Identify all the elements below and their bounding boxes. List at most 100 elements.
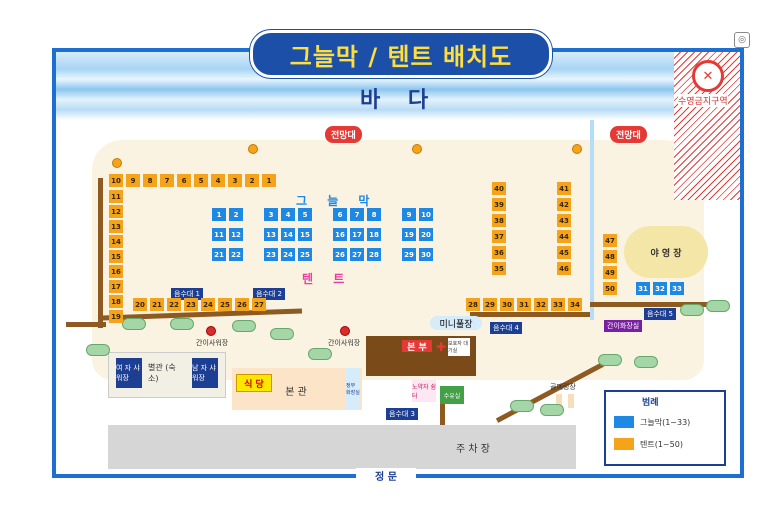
tent-spot-16[interactable]: 16 <box>109 265 123 278</box>
tent-spot-17[interactable]: 17 <box>109 280 123 293</box>
tent-spot-40[interactable]: 40 <box>492 182 506 195</box>
tent-spot-12[interactable]: 12 <box>109 205 123 218</box>
gnl-spot-28[interactable]: 28 <box>367 248 381 261</box>
tent-spot-45[interactable]: 45 <box>557 246 571 259</box>
gnl-spot-17[interactable]: 17 <box>350 228 364 241</box>
tent-spot-5[interactable]: 5 <box>194 174 208 187</box>
fountain-2: 음수대 2 <box>253 288 285 300</box>
tent-spot-48[interactable]: 48 <box>603 250 617 263</box>
path-right <box>470 312 590 317</box>
tent-spot-3[interactable]: 3 <box>228 174 242 187</box>
tent-spot-44[interactable]: 44 <box>557 230 571 243</box>
tent-spot-4[interactable]: 4 <box>211 174 225 187</box>
gnl-spot-7[interactable]: 7 <box>350 208 364 221</box>
gnl-spot-30[interactable]: 30 <box>419 248 433 261</box>
tent-spot-46[interactable]: 46 <box>557 262 571 275</box>
main-gate: 정 문 <box>356 468 416 483</box>
tent-spot-15[interactable]: 15 <box>109 250 123 263</box>
tent-spot-6[interactable]: 6 <box>177 174 191 187</box>
tent-spot-19[interactable]: 19 <box>109 310 123 323</box>
tent-spot-1[interactable]: 1 <box>262 174 276 187</box>
tent-spot-31[interactable]: 31 <box>517 298 531 311</box>
gnl-spot-15[interactable]: 15 <box>298 228 312 241</box>
tent-spot-29[interactable]: 29 <box>483 298 497 311</box>
gnl-spot-12[interactable]: 12 <box>229 228 243 241</box>
tent-spot-22[interactable]: 22 <box>167 298 181 311</box>
gnl-spot-14[interactable]: 14 <box>281 228 295 241</box>
tent-spot-10[interactable]: 10 <box>109 174 123 187</box>
tent-spot-37[interactable]: 37 <box>492 230 506 243</box>
tent-spot-30[interactable]: 30 <box>500 298 514 311</box>
small-toilet: 간이화장실 <box>604 320 643 332</box>
tent-spot-35[interactable]: 35 <box>492 262 506 275</box>
tree-icon <box>598 354 622 366</box>
tent-spot-39[interactable]: 39 <box>492 198 506 211</box>
court-post-2 <box>568 394 574 408</box>
tent-spot-8[interactable]: 8 <box>143 174 157 187</box>
gnl-spot-6[interactable]: 6 <box>333 208 347 221</box>
tent-spot-47[interactable]: 47 <box>603 234 617 247</box>
tent-spot-34[interactable]: 34 <box>568 298 582 311</box>
tent-spot-27[interactable]: 27 <box>252 298 266 311</box>
gnl-spot-24[interactable]: 24 <box>281 248 295 261</box>
tent-spot-24[interactable]: 24 <box>201 298 215 311</box>
gnl-spot-33[interactable]: 33 <box>670 282 684 295</box>
parking-label: 주 차 장 <box>456 444 490 455</box>
watchtower-2: 전망대 <box>610 126 647 143</box>
path-down <box>440 395 445 425</box>
gnl-spot-8[interactable]: 8 <box>367 208 381 221</box>
tent-spot-21[interactable]: 21 <box>150 298 164 311</box>
tent-spot-32[interactable]: 32 <box>534 298 548 311</box>
tent-spot-7[interactable]: 7 <box>160 174 174 187</box>
tree-icon <box>122 318 146 330</box>
tent-spot-43[interactable]: 43 <box>557 214 571 227</box>
tent-spot-13[interactable]: 13 <box>109 220 123 233</box>
tent-spot-11[interactable]: 11 <box>109 190 123 203</box>
lamp-icon <box>412 144 422 154</box>
no-swim-label: 수영금지구역 <box>678 94 728 107</box>
gnl-spot-22[interactable]: 22 <box>229 248 243 261</box>
gnl-spot-4[interactable]: 4 <box>281 208 295 221</box>
gnl-spot-26[interactable]: 26 <box>333 248 347 261</box>
gnl-spot-3[interactable]: 3 <box>264 208 278 221</box>
gnl-spot-19[interactable]: 19 <box>402 228 416 241</box>
gnl-spot-10[interactable]: 10 <box>419 208 433 221</box>
first-aid-icon: ✚ <box>436 340 447 354</box>
gnl-spot-2[interactable]: 2 <box>229 208 243 221</box>
gnl-spot-21[interactable]: 21 <box>212 248 226 261</box>
lens-icon[interactable]: ◎ <box>734 32 750 48</box>
tent-spot-33[interactable]: 33 <box>551 298 565 311</box>
tent-spot-38[interactable]: 38 <box>492 214 506 227</box>
gnl-spot-32[interactable]: 32 <box>653 282 667 295</box>
gnl-spot-16[interactable]: 16 <box>333 228 347 241</box>
tent-spot-49[interactable]: 49 <box>603 266 617 279</box>
guardian-room: 보호자 대기실 <box>448 338 470 356</box>
gnl-spot-27[interactable]: 27 <box>350 248 364 261</box>
gnl-spot-9[interactable]: 9 <box>402 208 416 221</box>
gnl-spot-29[interactable]: 29 <box>402 248 416 261</box>
gnl-spot-11[interactable]: 11 <box>212 228 226 241</box>
tent-spot-36[interactable]: 36 <box>492 246 506 259</box>
tent-spot-20[interactable]: 20 <box>133 298 147 311</box>
tent-spot-42[interactable]: 42 <box>557 198 571 211</box>
court-post-1 <box>556 394 562 408</box>
tent-spot-18[interactable]: 18 <box>109 295 123 308</box>
gnl-spot-13[interactable]: 13 <box>264 228 278 241</box>
tent-spot-2[interactable]: 2 <box>245 174 259 187</box>
tent-spot-9[interactable]: 9 <box>126 174 140 187</box>
gnl-spot-18[interactable]: 18 <box>367 228 381 241</box>
gnl-spot-5[interactable]: 5 <box>298 208 312 221</box>
gnl-spot-1[interactable]: 1 <box>212 208 226 221</box>
tent-spot-25[interactable]: 25 <box>218 298 232 311</box>
tent-spot-28[interactable]: 28 <box>466 298 480 311</box>
tent-spot-23[interactable]: 23 <box>184 298 198 311</box>
seniors-rest: 노약자 쉼터 <box>412 380 436 402</box>
gnl-spot-20[interactable]: 20 <box>419 228 433 241</box>
tent-spot-26[interactable]: 26 <box>235 298 249 311</box>
gnl-spot-23[interactable]: 23 <box>264 248 278 261</box>
tent-spot-14[interactable]: 14 <box>109 235 123 248</box>
gnl-spot-31[interactable]: 31 <box>636 282 650 295</box>
gnl-spot-25[interactable]: 25 <box>298 248 312 261</box>
tent-spot-50[interactable]: 50 <box>603 282 617 295</box>
tent-spot-41[interactable]: 41 <box>557 182 571 195</box>
